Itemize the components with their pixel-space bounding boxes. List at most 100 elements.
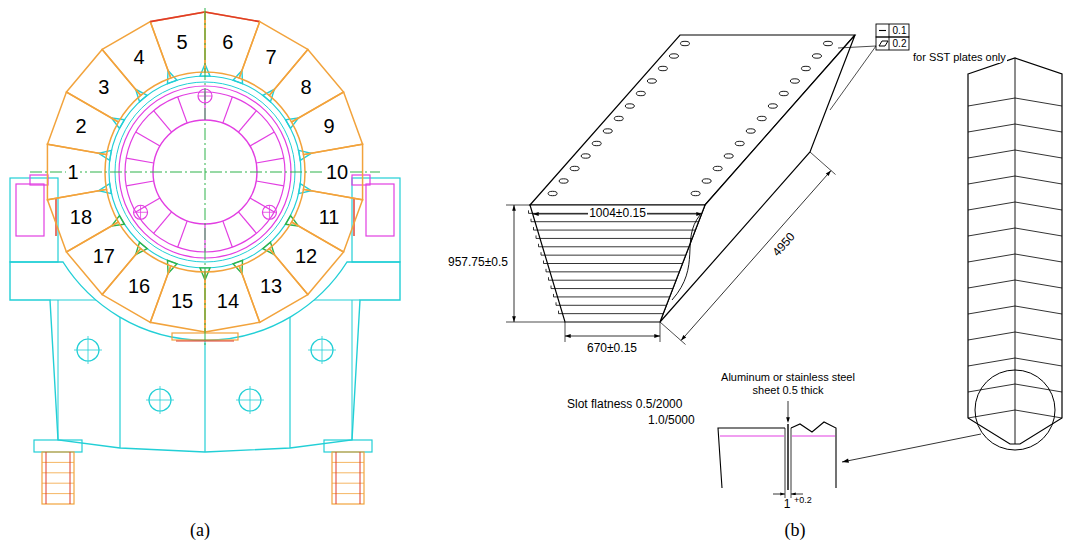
module-number: 9	[322, 115, 335, 138]
break-line	[672, 215, 700, 300]
cradle-rib	[50, 299, 96, 300]
side-clamp	[352, 175, 370, 185]
plate-line	[968, 176, 1062, 184]
plate-step	[556, 302, 557, 305]
center-line	[205, 8, 206, 345]
bolt-hole	[812, 54, 821, 58]
plate-line	[968, 410, 1062, 418]
foot-edge	[70, 452, 71, 504]
support-spoke	[178, 97, 188, 123]
bolt-hole	[614, 116, 623, 120]
support-spoke	[223, 97, 233, 123]
arrowhead	[533, 212, 539, 216]
foot-edge	[360, 452, 361, 504]
side-bracket	[10, 178, 58, 262]
support-spoke	[154, 111, 172, 132]
module-midplane	[1015, 58, 1016, 444]
dimension-line	[565, 336, 660, 337]
support-spoke	[256, 181, 284, 186]
module-number: 18	[69, 206, 93, 229]
plate-step	[533, 227, 534, 230]
leader-line	[838, 46, 876, 48]
plate-step	[548, 277, 549, 280]
plate-line	[968, 254, 1062, 262]
arrowhead	[654, 334, 660, 338]
detail-circle	[975, 370, 1055, 450]
foot-plate	[332, 483, 364, 484]
module-number: 8	[300, 76, 313, 99]
arrowhead	[565, 334, 571, 338]
arrowhead	[512, 316, 516, 322]
module-top-edge	[205, 12, 260, 22]
tolerance-frame	[876, 37, 909, 50]
dimension-text: 957.75±0.5	[447, 256, 509, 270]
plate-line	[968, 306, 1062, 314]
rail-hole	[262, 205, 276, 219]
foot-plate	[42, 493, 74, 494]
support-spoke	[154, 212, 172, 233]
bolt-hole	[680, 41, 689, 45]
bolt-hole	[724, 154, 733, 158]
module-number: 5	[176, 31, 189, 54]
bolt-hole	[636, 91, 645, 95]
foot-edge	[336, 452, 337, 504]
absorber-plate	[554, 296, 670, 297]
plate-step	[528, 210, 529, 213]
rail-hole	[134, 205, 148, 219]
cradle-rib	[204, 340, 205, 452]
module-top-edge	[150, 12, 205, 22]
plate-line	[968, 228, 1062, 236]
absorber-plate	[536, 238, 692, 239]
dimension-text: 4950	[770, 229, 799, 260]
parallelism-symbol	[879, 41, 888, 46]
plate-step	[551, 286, 552, 289]
bolt-hole	[768, 104, 777, 108]
bolt-hole	[735, 141, 744, 145]
module-bracket	[299, 184, 312, 194]
bolt-hole	[702, 179, 711, 183]
cradle-rib	[119, 317, 120, 448]
support-foot	[332, 452, 364, 504]
arrowhead	[786, 417, 790, 423]
bolt-hole	[779, 91, 788, 95]
bolt-hole	[691, 191, 700, 195]
hole-centerline	[88, 336, 89, 364]
bolt-hole	[548, 191, 557, 195]
module-number: 1	[66, 161, 79, 184]
plate-step	[546, 269, 547, 272]
plate-line	[968, 98, 1062, 106]
module-number: 10	[325, 161, 349, 184]
arrowhead	[681, 335, 686, 341]
arrowhead	[826, 171, 831, 177]
bolt-hole	[757, 116, 766, 120]
calorimeter-section	[10, 8, 400, 504]
flatness-symbol	[879, 30, 886, 31]
support-spoke	[136, 132, 160, 146]
wedge-module	[66, 49, 140, 122]
bolt-hole	[647, 79, 656, 83]
foot-plate	[42, 472, 74, 473]
extension-line	[565, 322, 566, 342]
cradle-rib	[314, 299, 360, 300]
plate-line	[968, 124, 1062, 132]
bolt-hole	[592, 141, 601, 145]
arrowhead	[512, 205, 516, 211]
module-number: 11	[318, 206, 341, 229]
module-number: 6	[221, 31, 234, 54]
rail-hole-cross	[269, 205, 270, 219]
bolt-hole	[625, 104, 634, 108]
plate-step	[541, 252, 542, 255]
hole-centerline	[322, 336, 323, 364]
side-marker	[353, 198, 354, 236]
plate-line	[968, 150, 1062, 158]
foot-plate	[332, 493, 364, 494]
extension-line	[660, 322, 686, 345]
foot-plate	[42, 483, 74, 484]
support-spoke	[238, 111, 256, 132]
support-spoke	[250, 132, 274, 146]
bolt-hole	[801, 66, 810, 70]
module-bracket	[299, 150, 312, 160]
bolt-hole	[581, 154, 590, 158]
foot-plate	[332, 462, 364, 463]
